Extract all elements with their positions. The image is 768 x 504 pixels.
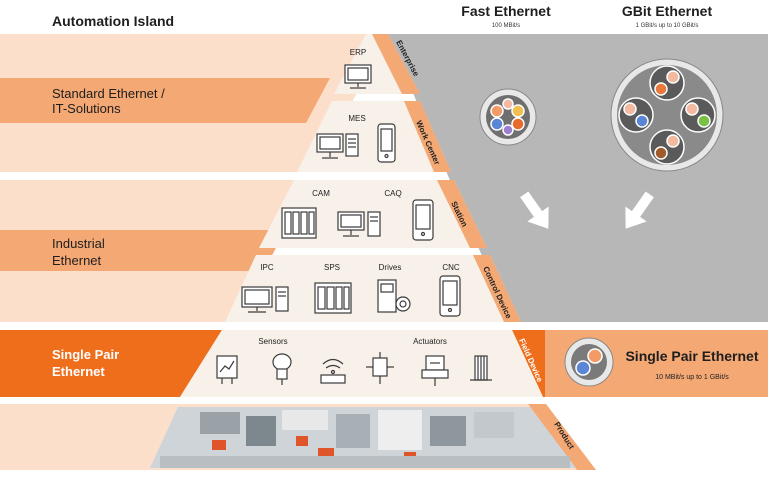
device-label-drives: Drives [379, 263, 402, 272]
photo-machine [430, 416, 466, 446]
tablet-icon [378, 124, 395, 162]
device-label-sps: SPS [324, 263, 340, 272]
photo-machine [246, 416, 276, 446]
gbit-ethernet-title: GBit Ethernet [622, 3, 713, 19]
plc-icon [282, 208, 316, 238]
spe-cable-icon [565, 338, 613, 386]
spe-label-1: Single Pair [52, 347, 119, 362]
gbit-ethernet-cable-icon [611, 59, 723, 171]
industrial-ethernet-label-1: Industrial [52, 236, 105, 251]
spe-box-speed: 10 MBit/s up to 1 GBit/s [655, 374, 729, 381]
photo-part [296, 436, 308, 446]
photo-machine [282, 410, 328, 430]
spe-box-title: Single Pair Ethernet [625, 348, 758, 364]
device-label-sensors: Sensors [258, 337, 287, 346]
factory-photo [150, 407, 576, 468]
band-product-bg [0, 404, 174, 470]
standard-ethernet-label-2: IT-Solutions [52, 101, 121, 116]
photo-part [318, 448, 334, 456]
photo-machine [378, 410, 422, 450]
photo-machine [200, 412, 240, 434]
device-label-mes: MES [348, 114, 365, 123]
gbit-ethernet-speed: 1 GBit/s up to 10 GBit/s [636, 23, 699, 29]
photo-machine [336, 414, 370, 448]
photo-machine [474, 412, 514, 438]
photo-floor [160, 456, 570, 468]
device-label-cnc: CNC [442, 263, 460, 272]
tablet-icon [440, 276, 460, 316]
tablet-icon [413, 200, 433, 240]
page-title: Automation Island [52, 13, 174, 29]
device-label-caq: CAQ [384, 189, 401, 198]
device-label-ipc: IPC [260, 263, 274, 272]
fast-ethernet-cable-icon [480, 89, 536, 145]
band-industrial-ethernet [0, 230, 285, 271]
device-label-actuators: Actuators [413, 337, 447, 346]
device-label-cam: CAM [312, 189, 330, 198]
plc-icon [315, 283, 351, 313]
industrial-ethernet-label-2: Ethernet [52, 253, 102, 268]
standard-ethernet-label-1: Standard Ethernet / [52, 86, 165, 101]
band-standard-ethernet [0, 78, 330, 123]
device-label-erp: ERP [350, 48, 366, 57]
fast-ethernet-title: Fast Ethernet [461, 3, 551, 19]
fast-ethernet-speed: 100 MBit/s [492, 23, 520, 29]
spe-label-2: Ethernet [52, 364, 105, 379]
photo-part [212, 440, 226, 450]
